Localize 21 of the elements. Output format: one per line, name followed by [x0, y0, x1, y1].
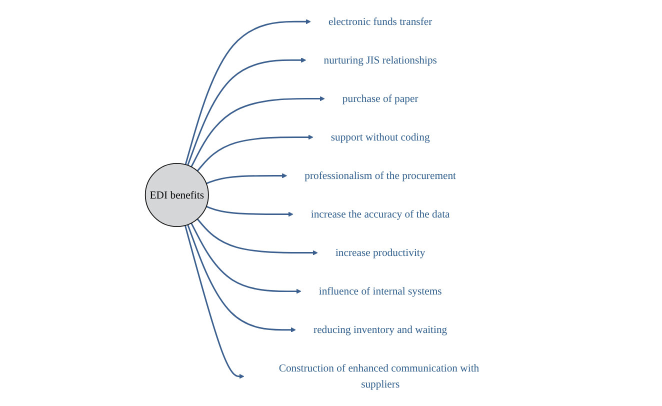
- arrow: [187, 58, 306, 166]
- node-text: professionalism of the procurement: [304, 170, 456, 182]
- node-text: influence of internal systems: [318, 285, 442, 297]
- arrow: [190, 222, 302, 294]
- arrow: [196, 134, 314, 172]
- arrow: [196, 218, 318, 256]
- node-text: increase productivity: [335, 246, 426, 258]
- node-text: increase the accuracy of the data: [310, 208, 450, 220]
- node-text: purchase of paper: [342, 92, 418, 104]
- node-text: Construction of enhanced communication with suppliers: [278, 362, 480, 390]
- arrow: [206, 173, 288, 184]
- node-text: support without coding: [330, 130, 430, 143]
- node-text: reducing inventory and waiting: [314, 324, 448, 336]
- arrow: [190, 96, 325, 168]
- arrow: [184, 19, 311, 165]
- arrow: [184, 225, 244, 379]
- arrow: [187, 224, 296, 332]
- node-text: electronic funds transfer: [328, 15, 432, 28]
- node-text: nurturing JIS relationships: [324, 54, 437, 66]
- node-circle: EDI benefits: [144, 163, 209, 227]
- arrow: [206, 206, 294, 217]
